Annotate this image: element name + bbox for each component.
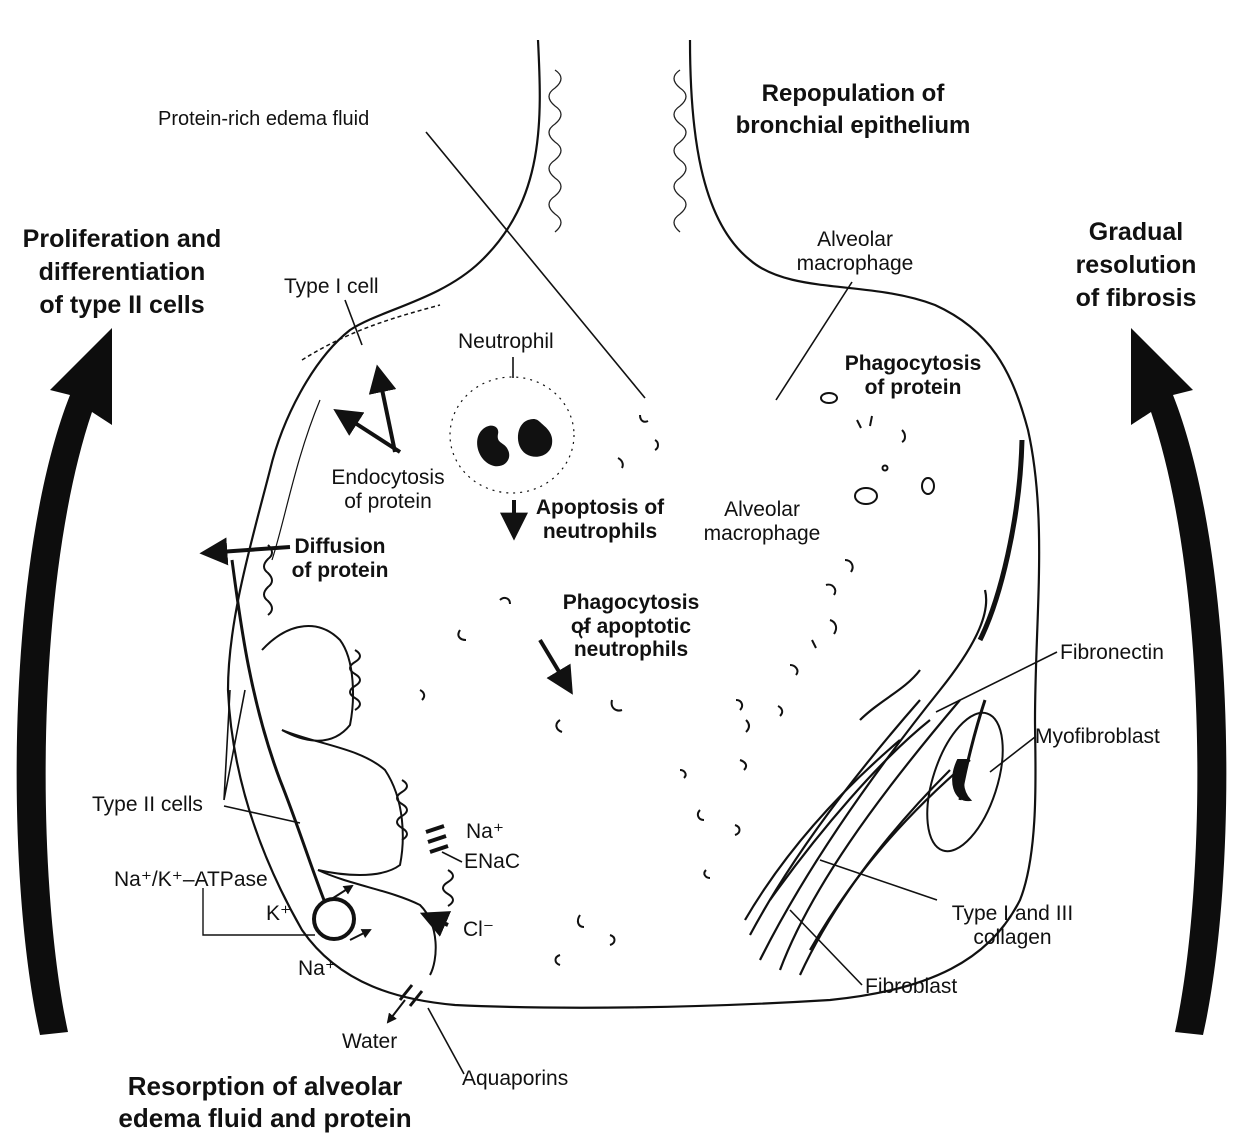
neutrophil-nucleus xyxy=(477,419,552,466)
heading-bottom-line1: Resorption of alveolar xyxy=(100,1071,430,1103)
myofibroblast-cell xyxy=(912,704,1017,861)
bronchial-epithelium xyxy=(549,70,686,232)
heading-proliferation: Proliferation and differentiation of typ… xyxy=(8,223,236,322)
phagocytosis-apoptotic-line2: of apoptotic xyxy=(546,615,716,639)
phagocytosis-apoptotic-line1: Phagocytosis xyxy=(546,591,716,615)
label-myofibroblast: Myofibroblast xyxy=(1035,725,1160,749)
phagocytosis-apoptotic-line3: neutrophils xyxy=(546,638,716,662)
phagocytosis-protein-line2: of protein xyxy=(828,376,998,400)
label-endocytosis: Endocytosis of protein xyxy=(308,466,468,513)
heading-right-line1: Gradual xyxy=(1052,216,1220,249)
label-cl-minus: Cl⁻ xyxy=(463,918,494,942)
heading-left-line1: Proliferation and xyxy=(8,223,236,256)
alveolar-macrophage-mid-line1: Alveolar xyxy=(682,498,842,522)
heading-left-line3: of type II cells xyxy=(8,289,236,322)
label-alveolar-macrophage-mid: Alveolar macrophage xyxy=(682,498,842,545)
label-collagen: Type I and III collagen xyxy=(930,902,1095,949)
label-na-plus-bottom: Na⁺ xyxy=(298,957,336,981)
label-fibronectin: Fibronectin xyxy=(1060,641,1164,665)
heading-bottom-line2: edema fluid and protein xyxy=(100,1103,430,1135)
diffusion-line2: of protein xyxy=(280,559,400,583)
alveolar-macrophage-mid-line2: macrophage xyxy=(682,522,842,546)
label-apoptosis: Apoptosis of neutrophils xyxy=(520,496,680,543)
collagen-line1: Type I and III xyxy=(930,902,1095,926)
label-aquaporins: Aquaporins xyxy=(462,1067,568,1091)
label-fibroblast: Fibroblast xyxy=(865,975,957,999)
left-curved-arrow xyxy=(17,328,112,1035)
diffusion-line1: Diffusion xyxy=(280,535,400,559)
label-phagocytosis-apoptotic: Phagocytosis of apoptotic neutrophils xyxy=(546,591,716,662)
heading-left-line2: differentiation xyxy=(8,256,236,289)
heading-fibrosis-resolution: Gradual resolution of fibrosis xyxy=(1052,216,1220,315)
label-type1-cell: Type I cell xyxy=(284,275,379,299)
label-protein-edema: Protein-rich edema fluid xyxy=(158,108,369,130)
collagen-line2: collagen xyxy=(930,926,1095,950)
heading-repopulation: Repopulation of bronchial epithelium xyxy=(712,78,994,141)
heading-right-line3: of fibrosis xyxy=(1052,282,1220,315)
endocytosis-line2: of protein xyxy=(308,490,468,514)
label-enac: ENaC xyxy=(464,850,520,874)
neutrophil-cell xyxy=(450,377,574,493)
label-neutrophil: Neutrophil xyxy=(458,330,554,354)
label-water: Water xyxy=(342,1030,397,1054)
alveolar-macrophage-top-line1: Alveolar xyxy=(790,228,920,252)
apoptosis-line1: Apoptosis of xyxy=(520,496,680,520)
label-alveolar-macrophage-top: Alveolar macrophage xyxy=(790,228,920,275)
phagocytosis-protein-line1: Phagocytosis xyxy=(828,352,998,376)
label-na-plus: Na⁺ xyxy=(466,820,504,844)
endocytosis-line1: Endocytosis xyxy=(308,466,468,490)
label-phagocytosis-protein: Phagocytosis of protein xyxy=(828,352,998,399)
heading-top-right-line1: Repopulation of xyxy=(712,78,994,110)
label-na-k-atpase: Na⁺/K⁺–ATPase xyxy=(114,868,268,892)
label-k-plus: K⁺ xyxy=(266,902,291,926)
label-type2-cells: Type II cells xyxy=(92,793,203,817)
alveolar-macrophage-top-line2: macrophage xyxy=(790,252,920,276)
label-diffusion: Diffusion of protein xyxy=(280,535,400,582)
apoptosis-line2: neutrophils xyxy=(520,520,680,544)
heading-top-right-line2: bronchial epithelium xyxy=(712,110,994,142)
heading-right-line2: resolution xyxy=(1052,249,1220,282)
right-curved-arrow xyxy=(1131,328,1226,1035)
heading-resorption: Resorption of alveolar edema fluid and p… xyxy=(100,1071,430,1134)
aquaporins-channels xyxy=(388,985,422,1022)
